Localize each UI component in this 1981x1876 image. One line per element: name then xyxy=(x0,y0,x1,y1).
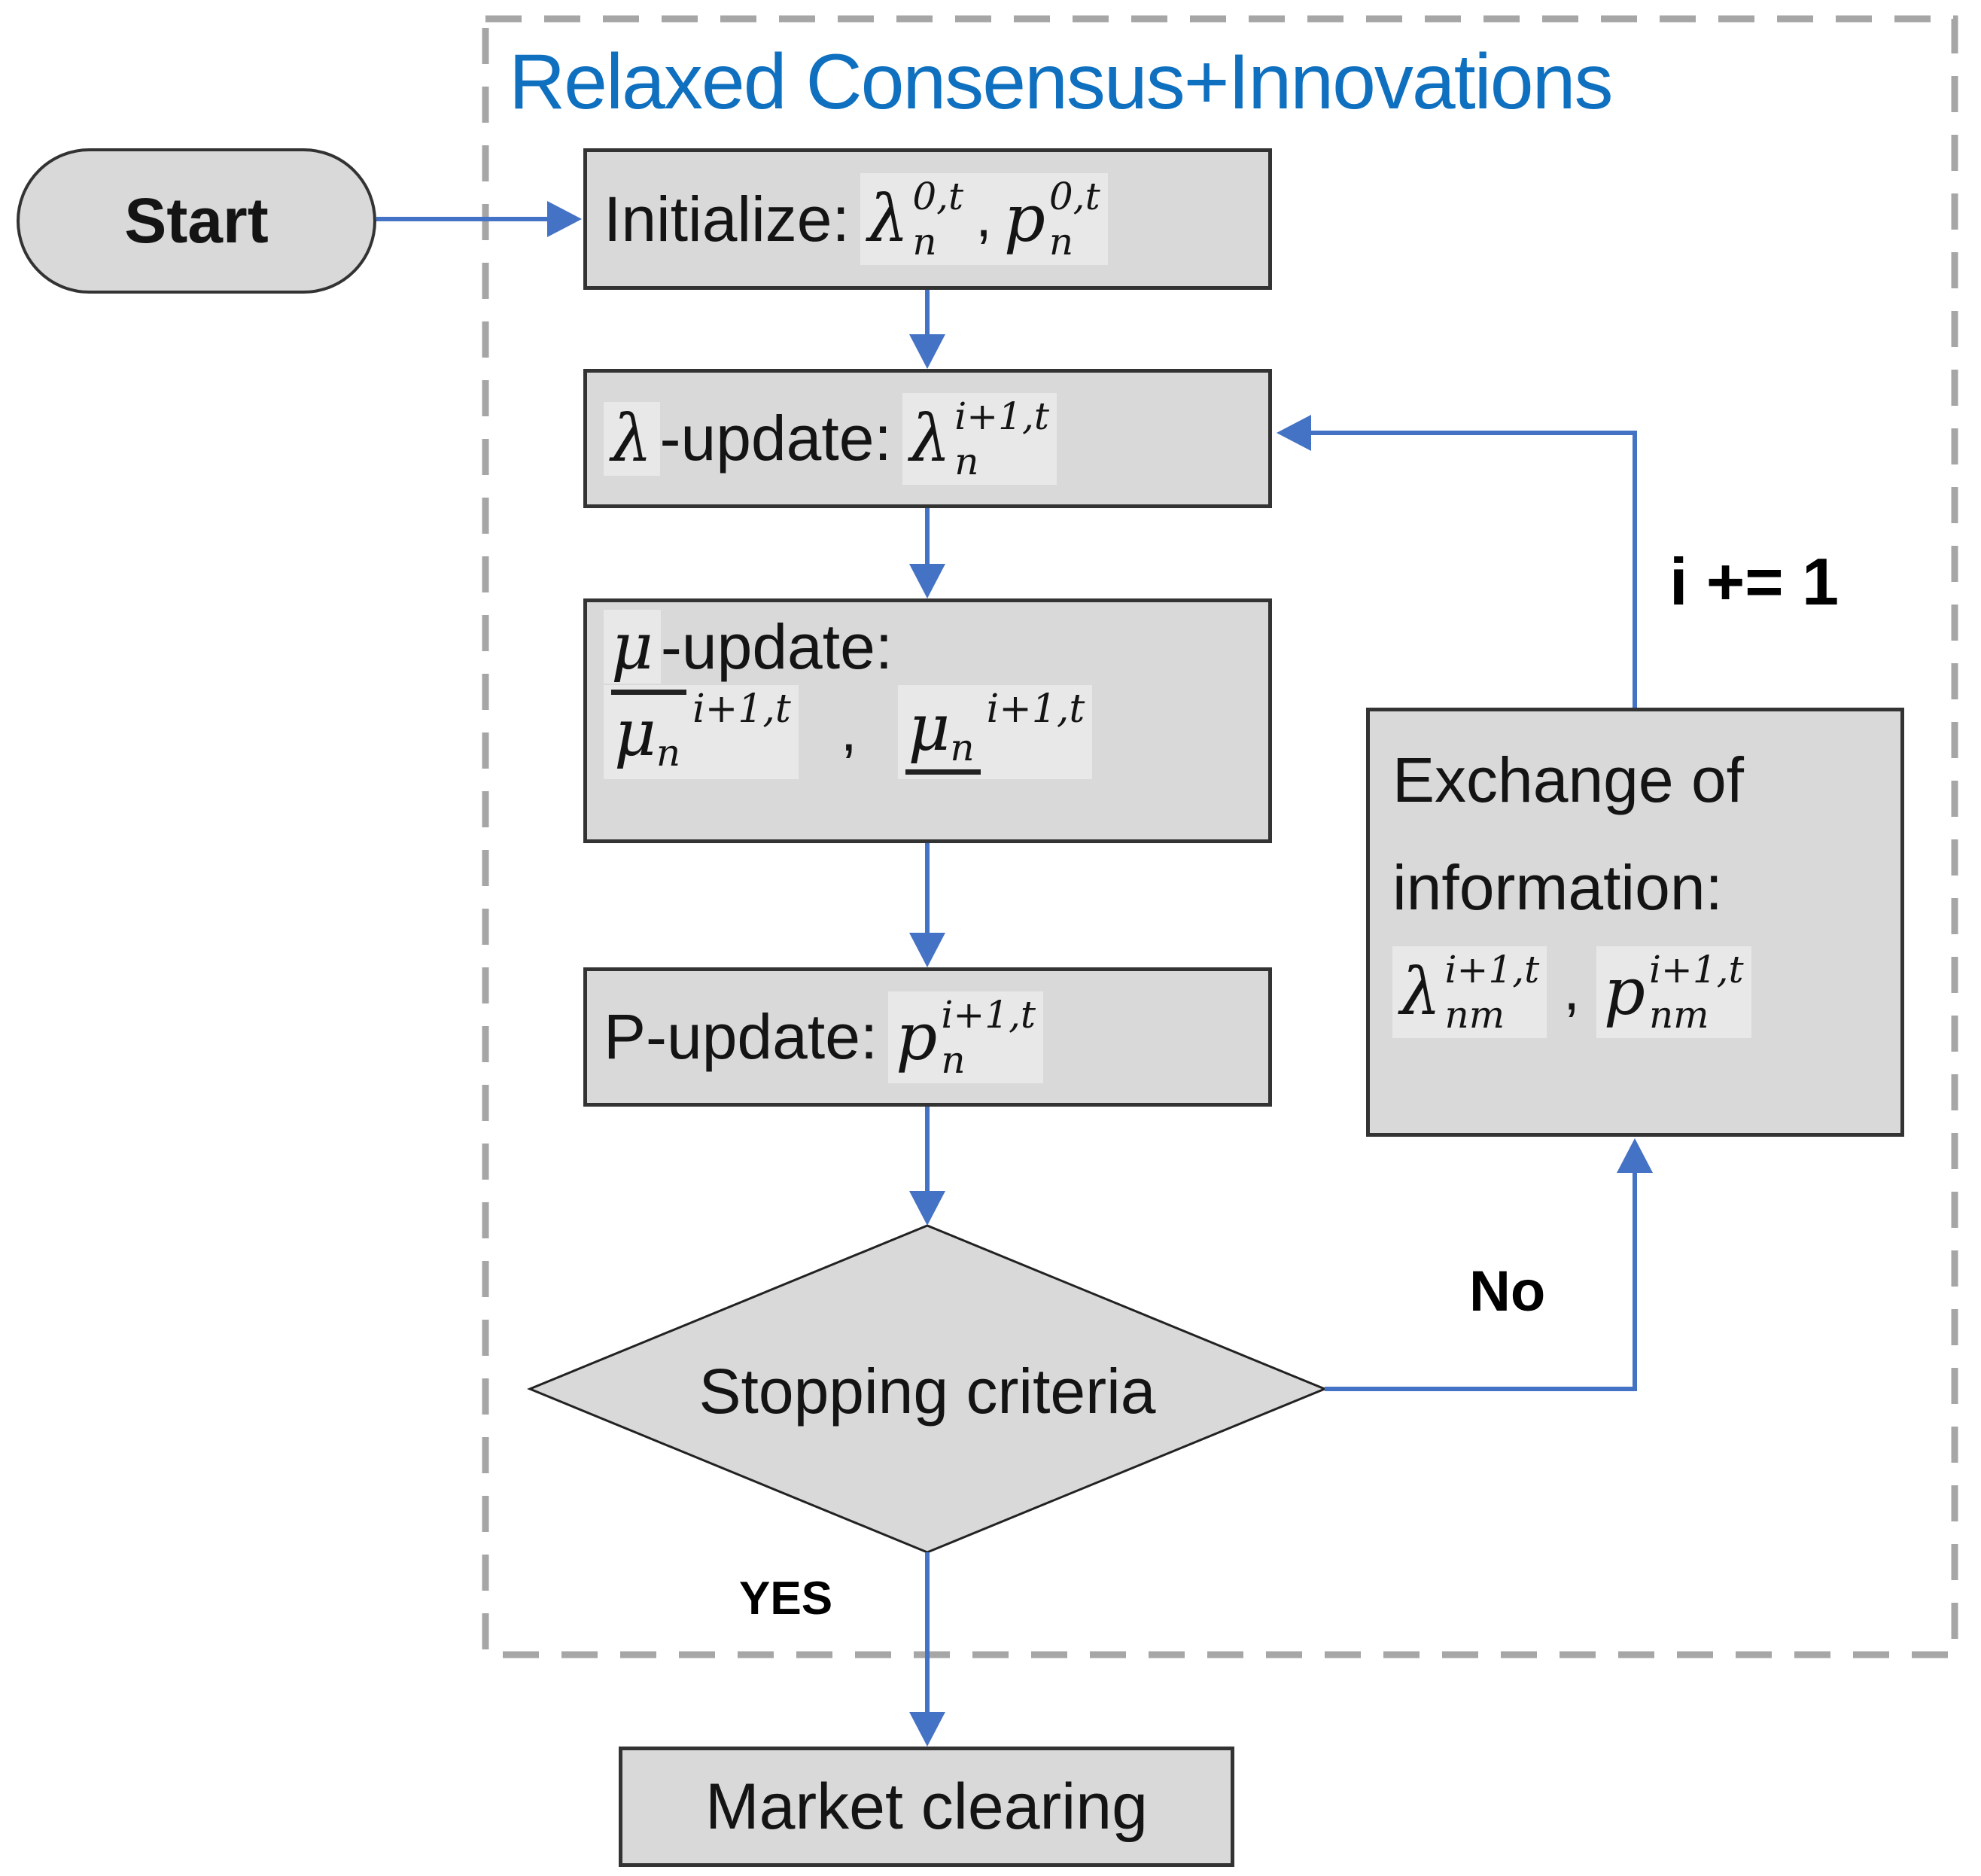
superscript: 0,t xyxy=(1048,175,1100,218)
superscript: i+1,t xyxy=(954,394,1049,438)
mu-update-label: -update: xyxy=(660,611,893,682)
decision-label: Stopping criteria xyxy=(698,1356,1156,1427)
p-update-formula: p i+1,t n xyxy=(888,991,1044,1083)
superscript: 0,t xyxy=(912,175,964,218)
market-clearing-node: Market clearing xyxy=(619,1747,1234,1867)
arrowhead-down-icon xyxy=(909,1191,945,1226)
arrow-lambda-to-mu xyxy=(909,508,945,598)
arrow-mu-to-p xyxy=(909,843,945,967)
subscript: n xyxy=(950,726,975,769)
mu-bar-formula: μn i+1,t xyxy=(604,685,799,779)
superscript: i+1,t xyxy=(1444,947,1540,991)
superscript: i+1,t xyxy=(986,687,1085,732)
initialize-label: Initialize: xyxy=(604,183,850,254)
lambda-update-label: -update: xyxy=(659,403,892,474)
lambda-update-formula: λ i+1,t n xyxy=(902,392,1057,485)
arrowhead-up-icon xyxy=(1617,1138,1653,1173)
mu-update-node: μ -update: μn i+1,t , μn i+1,t xyxy=(583,598,1272,843)
arrow-initialize-to-lambda xyxy=(909,290,945,369)
superscript: i+1,t xyxy=(692,687,791,732)
start-label: Start xyxy=(124,185,269,256)
subscript: n xyxy=(941,1037,966,1082)
subscript: n xyxy=(1048,220,1074,263)
exchange-formula-p: p i+1,t nm xyxy=(1596,946,1751,1038)
arrow-decision-to-market xyxy=(909,1552,945,1747)
arrowhead-down-icon xyxy=(909,564,945,598)
arrow-p-to-decision xyxy=(909,1107,945,1226)
no-edge-label: No xyxy=(1469,1259,1546,1323)
mu-overline-group: μn xyxy=(611,690,687,775)
p-update-node: P-update: p i+1,t n xyxy=(583,967,1272,1107)
yes-edge-label: YES xyxy=(739,1573,833,1625)
arrowhead-down-icon xyxy=(909,933,945,967)
arrowhead-down-icon xyxy=(909,1712,945,1747)
subscript: nm xyxy=(1648,992,1709,1037)
subscript: n xyxy=(656,731,681,775)
arrowhead-down-icon xyxy=(909,334,945,369)
start-node: Start xyxy=(17,148,376,294)
arrowhead-left-icon xyxy=(1277,415,1311,451)
formula-separator: , xyxy=(840,697,857,763)
p-update-label: P-update: xyxy=(604,1001,878,1072)
arrowhead-right-icon xyxy=(547,201,582,237)
arrow-start-to-initialize xyxy=(376,201,582,237)
superscript: i+1,t xyxy=(941,992,1036,1037)
lambda-update-node: λ -update: λ i+1,t n xyxy=(583,369,1272,508)
mu-underline-group: μn xyxy=(905,690,981,775)
increment-edge-label: i += 1 xyxy=(1669,544,1840,619)
initialize-formula-lambda: λ 0,t n , p 0,t n xyxy=(860,173,1108,265)
superscript: i+1,t xyxy=(1648,947,1744,991)
dashed-boundary xyxy=(482,15,1958,1658)
arrow-decision-no-to-exchange xyxy=(1325,1138,1653,1391)
subscript: n xyxy=(954,439,979,483)
mu-underline-formula: μn i+1,t xyxy=(897,685,1093,779)
exchange-node: Exchange of information: λ i+1,t nm , p … xyxy=(1366,708,1904,1137)
diagram-title: Relaxed Consensus+Innovations xyxy=(509,38,1613,126)
exchange-formula-lambda: λ i+1,t nm xyxy=(1392,946,1547,1038)
initialize-node: Initialize: λ 0,t n , p 0,t n xyxy=(583,148,1272,290)
formula-separator: , xyxy=(1563,955,1580,1022)
market-clearing-label: Market clearing xyxy=(705,1770,1148,1843)
formula-separator: , xyxy=(975,183,992,249)
subscript: nm xyxy=(1444,992,1505,1037)
exchange-label-line2: information: xyxy=(1392,851,1723,923)
arrow-exchange-to-lambda xyxy=(1277,415,1637,708)
mu-symbol: μ xyxy=(604,610,661,684)
lambda-symbol: λ xyxy=(604,401,660,476)
subscript: n xyxy=(912,220,937,263)
exchange-label-line1: Exchange of xyxy=(1392,745,1745,815)
